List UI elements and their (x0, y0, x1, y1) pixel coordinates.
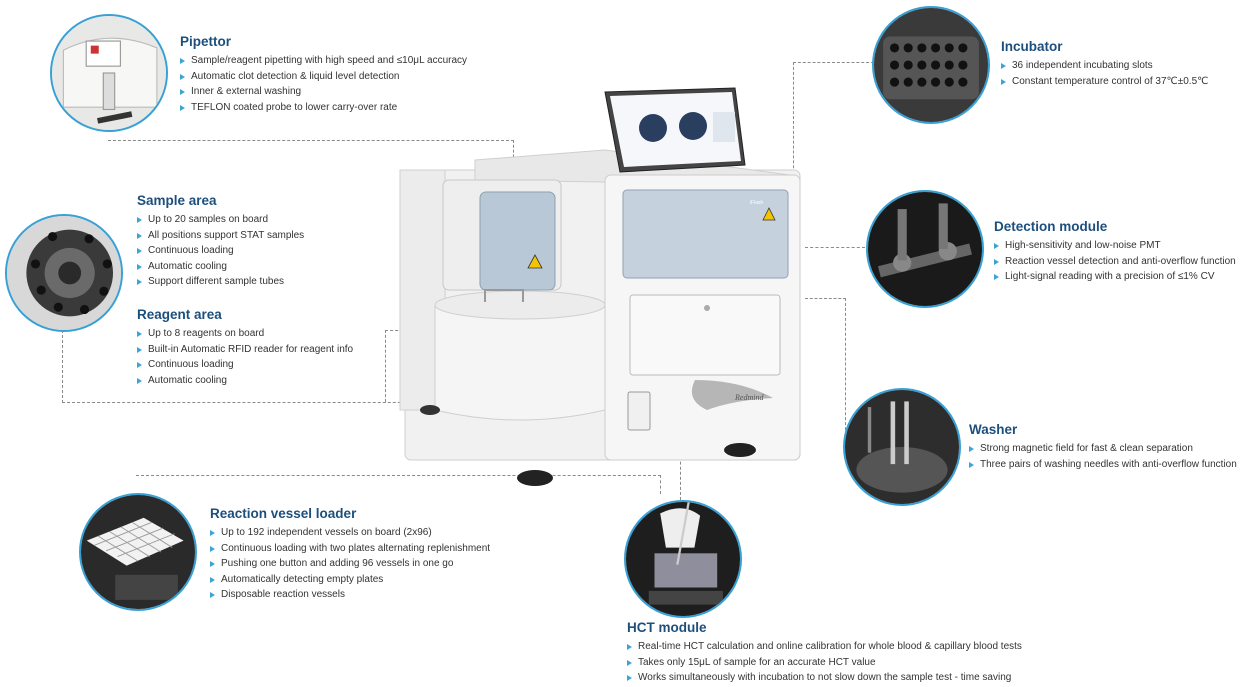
hct-module-list: Real-time HCT calculation and online cal… (627, 639, 1022, 686)
list-item: Pushing one button and adding 96 vessels… (210, 556, 490, 572)
hct-module-title: HCT module (627, 620, 707, 635)
list-item: Sample/reagent pipetting with high speed… (180, 53, 467, 69)
list-item: Continuous loading with two plates alter… (210, 541, 490, 557)
list-item: Continuous loading (137, 357, 353, 373)
list-item: Continuous loading (137, 243, 304, 259)
detection-module-list: High-sensitivity and low-noise PMT React… (994, 238, 1236, 285)
washer-list: Strong magnetic field for fast & clean s… (969, 441, 1237, 472)
callout-pipettor: Pipettor Sample/reagent pipetting with h… (180, 34, 467, 115)
list-item: Disposable reaction vessels (210, 587, 490, 603)
reagent-area-title: Reagent area (137, 307, 222, 322)
list-item: Light-signal reading with a precision of… (994, 269, 1236, 285)
callout-reaction-vessel-loader: Reaction vessel loader Up to 192 indepen… (210, 506, 490, 603)
pipettor-photo (50, 14, 168, 132)
callout-detection-module: Detection module High-sensitivity and lo… (994, 219, 1236, 285)
reaction-vessel-photo (79, 493, 197, 611)
list-item: Constant temperature control of 37℃±0.5℃ (1001, 74, 1208, 90)
reaction-vessel-loader-list: Up to 192 independent vessels on board (… (210, 525, 490, 603)
list-item: Works simultaneously with incubation to … (627, 670, 1022, 686)
sample-area-list: Up to 20 samples on board All positions … (137, 212, 304, 290)
leader-detection (805, 247, 865, 248)
list-item: Built-in Automatic RFID reader for reage… (137, 342, 353, 358)
reaction-vessel-loader-title: Reaction vessel loader (210, 506, 357, 521)
list-item: Automatically detecting empty plates (210, 572, 490, 588)
list-item: Takes only 15μL of sample for an accurat… (627, 655, 1022, 671)
list-item: All positions support STAT samples (137, 228, 304, 244)
sample-area-title: Sample area (137, 193, 217, 208)
washer-title: Washer (969, 422, 1018, 437)
list-item: Automatic clot detection & liquid level … (180, 69, 467, 85)
list-item: Up to 8 reagents on board (137, 326, 353, 342)
list-item: Support different sample tubes (137, 274, 304, 290)
analyzer-instrument: Redmind iFlash (395, 80, 815, 495)
list-item: High-sensitivity and low-noise PMT (994, 238, 1236, 254)
list-item: Real-time HCT calculation and online cal… (627, 639, 1022, 655)
callout-washer: Washer Strong magnetic field for fast & … (969, 422, 1237, 472)
callout-reagent-area: Reagent area Up to 8 reagents on board B… (137, 307, 353, 388)
detection-module-title: Detection module (994, 219, 1108, 234)
leader-reagent-area-3 (385, 330, 386, 402)
incubator-list: 36 independent incubating slots Constant… (1001, 58, 1208, 89)
list-item: Reaction vessel detection and anti-overf… (994, 254, 1236, 270)
callout-sample-area: Sample area Up to 20 samples on board Al… (137, 193, 304, 290)
list-item: Automatic cooling (137, 373, 353, 389)
sample-area-photo (5, 214, 123, 332)
incubator-photo (872, 6, 990, 124)
list-item: 36 independent incubating slots (1001, 58, 1208, 74)
list-item: TEFLON coated probe to lower carry-over … (180, 100, 467, 116)
reagent-area-list: Up to 8 reagents on board Built-in Autom… (137, 326, 353, 388)
brand-logo: Redmind (734, 393, 764, 402)
list-item: Up to 20 samples on board (137, 212, 304, 228)
list-item: Up to 192 independent vessels on board (… (210, 525, 490, 541)
leader-washer (805, 298, 846, 445)
detection-module-photo (866, 190, 984, 308)
incubator-title: Incubator (1001, 39, 1063, 54)
washer-photo (843, 388, 961, 506)
list-item: Automatic cooling (137, 259, 304, 275)
pipettor-title: Pipettor (180, 34, 232, 49)
leader-reagent-area (62, 330, 491, 403)
pipettor-list: Sample/reagent pipetting with high speed… (180, 53, 467, 115)
model-label: iFlash (750, 200, 764, 206)
list-item: Three pairs of washing needles with anti… (969, 457, 1237, 473)
leader-incubator (793, 62, 874, 183)
list-item: Inner & external washing (180, 84, 467, 100)
list-item: Strong magnetic field for fast & clean s… (969, 441, 1237, 457)
leader-reaction-vessel (136, 475, 661, 494)
callout-incubator: Incubator 36 independent incubating slot… (1001, 39, 1208, 89)
callout-hct-module: HCT module Real-time HCT calculation and… (627, 620, 1022, 686)
hct-module-photo (624, 500, 742, 618)
